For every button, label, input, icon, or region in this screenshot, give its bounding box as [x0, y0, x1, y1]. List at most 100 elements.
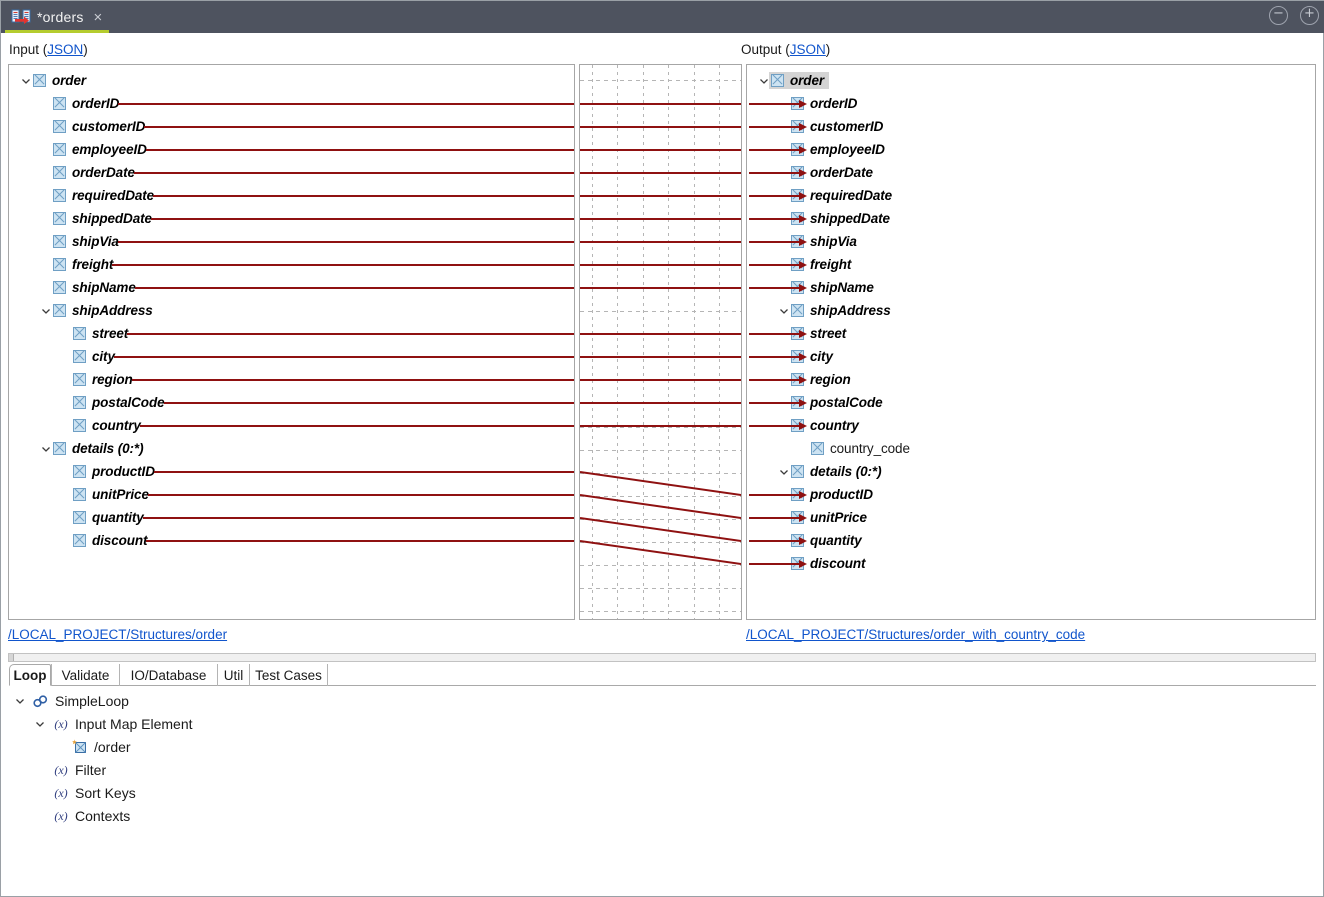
node-checkbox-icon[interactable] — [53, 143, 66, 156]
tree-node[interactable]: city — [73, 349, 115, 364]
mapping-connector-line[interactable] — [580, 379, 741, 381]
tree-row-shipvia[interactable]: shipVia — [39, 230, 119, 253]
tree-row-order[interactable]: order — [757, 69, 830, 92]
node-checkbox-icon[interactable] — [771, 74, 784, 87]
node-checkbox-icon[interactable] — [73, 488, 86, 501]
minimize-icon[interactable]: − — [1269, 6, 1288, 25]
node-checkbox-icon[interactable] — [791, 465, 804, 478]
node-checkbox-icon[interactable] — [53, 189, 66, 202]
input-structure-tree[interactable]: order orderID customerID employeeID orderDat… — [8, 64, 575, 620]
node-checkbox-icon[interactable] — [53, 258, 66, 271]
node-checkbox-icon[interactable] — [53, 120, 66, 133]
node-checkbox-icon[interactable] — [73, 396, 86, 409]
chevron-down-icon[interactable] — [33, 712, 47, 735]
tree-row-details-0[interactable]: details (0:*) — [777, 460, 882, 483]
node-checkbox-icon[interactable] — [53, 97, 66, 110]
tree-row-shipaddress[interactable]: shipAddress — [39, 299, 153, 322]
editor-tab-orders[interactable]: *orders × — [5, 1, 110, 33]
input-structure-path-link[interactable]: /LOCAL_PROJECT/Structures/order — [8, 627, 228, 642]
tree-node[interactable]: shipAddress — [53, 303, 153, 318]
tree-row-orderdate[interactable]: orderDate — [39, 161, 135, 184]
node-checkbox-icon[interactable] — [73, 511, 86, 524]
mapping-connector-line[interactable] — [580, 172, 741, 174]
mapping-connector-line[interactable] — [580, 218, 741, 220]
tree-row-unitprice[interactable]: unitPrice — [59, 483, 149, 506]
tree-node[interactable]: shipName — [53, 280, 136, 295]
node-checkbox-icon[interactable] — [811, 442, 824, 455]
loop-tree-row-filter[interactable]: (x)Filter — [33, 758, 106, 781]
tree-row-country-code[interactable]: country_code — [797, 437, 910, 460]
tree-node[interactable]: order — [33, 73, 86, 88]
tree-row-discount[interactable]: discount — [59, 529, 148, 552]
tree-node[interactable]: customerID — [53, 119, 145, 134]
tree-row-freight[interactable]: freight — [39, 253, 113, 276]
tree-row-productid[interactable]: productID — [59, 460, 155, 483]
node-checkbox-icon[interactable] — [73, 373, 86, 386]
chevron-down-icon[interactable] — [777, 299, 791, 322]
tab-loop[interactable]: Loop — [9, 664, 51, 686]
scrollbar-thumb[interactable] — [9, 654, 14, 661]
output-json-link[interactable]: JSON — [789, 42, 826, 57]
tree-node[interactable]: orderID — [53, 96, 119, 111]
tree-row-shipname[interactable]: shipName — [39, 276, 136, 299]
tab-validate[interactable]: Validate — [51, 664, 119, 686]
tree-row-quantity[interactable]: quantity — [59, 506, 144, 529]
tree-row-requireddate[interactable]: requiredDate — [39, 184, 154, 207]
tree-row-shippeddate[interactable]: shippedDate — [39, 207, 152, 230]
node-checkbox-icon[interactable] — [53, 281, 66, 294]
chevron-down-icon[interactable] — [39, 299, 53, 322]
mapping-connector-line[interactable] — [580, 195, 741, 197]
node-checkbox-icon[interactable] — [73, 350, 86, 363]
tree-node[interactable]: country_code — [811, 441, 910, 456]
maximize-icon[interactable]: + — [1300, 6, 1319, 25]
tree-node[interactable]: unitPrice — [73, 487, 149, 502]
chevron-down-icon[interactable] — [19, 69, 33, 92]
node-checkbox-icon[interactable] — [53, 212, 66, 225]
loop-tree-row-contexts[interactable]: (x)Contexts — [33, 804, 130, 827]
mapping-connector-line[interactable] — [580, 103, 741, 105]
mapping-connector-line[interactable] — [580, 356, 741, 358]
tree-node[interactable]: country — [73, 418, 141, 433]
tree-node[interactable]: shipAddress — [791, 303, 891, 318]
tree-row-details-0[interactable]: details (0:*) — [39, 437, 144, 460]
node-checkbox-icon[interactable] — [73, 327, 86, 340]
chevron-down-icon[interactable] — [757, 69, 771, 92]
tree-node[interactable]: region — [73, 372, 133, 387]
node-checkbox-icon[interactable] — [53, 304, 66, 317]
tree-row-city[interactable]: city — [59, 345, 115, 368]
chevron-down-icon[interactable] — [777, 460, 791, 483]
tree-row-shipaddress[interactable]: shipAddress — [777, 299, 891, 322]
tree-node[interactable]: quantity — [73, 510, 144, 525]
tree-row-postalcode[interactable]: postalCode — [59, 391, 165, 414]
tree-node[interactable]: orderDate — [53, 165, 135, 180]
tree-node[interactable]: shipVia — [53, 234, 119, 249]
tree-node[interactable]: street — [73, 326, 128, 341]
mapping-connector-line[interactable] — [580, 287, 741, 289]
tree-row-street[interactable]: street — [59, 322, 128, 345]
node-checkbox-icon[interactable] — [73, 465, 86, 478]
close-icon[interactable]: × — [93, 8, 103, 26]
tree-row-order[interactable]: order — [19, 69, 86, 92]
tree-row-region[interactable]: region — [59, 368, 133, 391]
tree-row-employeeid[interactable]: employeeID — [39, 138, 147, 161]
mapping-connector-line[interactable] — [580, 333, 741, 335]
chevron-down-icon[interactable] — [39, 437, 53, 460]
mapping-connector-line[interactable] — [580, 126, 741, 128]
node-checkbox-icon[interactable] — [53, 166, 66, 179]
loop-tree-row-sort-keys[interactable]: (x)Sort Keys — [33, 781, 135, 804]
tree-node[interactable]: details (0:*) — [791, 464, 882, 479]
mapping-connector-line[interactable] — [580, 264, 741, 266]
tree-node[interactable]: shippedDate — [53, 211, 152, 226]
tree-node[interactable]: order — [769, 72, 830, 89]
tree-node[interactable]: productID — [73, 464, 155, 479]
tab-util[interactable]: Util — [217, 664, 249, 686]
loop-tree-row-order[interactable]: /order — [53, 735, 131, 758]
mapping-connector-line[interactable] — [580, 149, 741, 151]
output-structure-path-link[interactable]: /LOCAL_PROJECT/Structures/order_with_cou… — [746, 627, 1086, 642]
tree-node[interactable]: freight — [53, 257, 113, 272]
chevron-down-icon[interactable] — [13, 689, 27, 712]
loop-tree-row-simpleloop[interactable]: SimpleLoop — [13, 689, 129, 712]
node-checkbox-icon[interactable] — [33, 74, 46, 87]
